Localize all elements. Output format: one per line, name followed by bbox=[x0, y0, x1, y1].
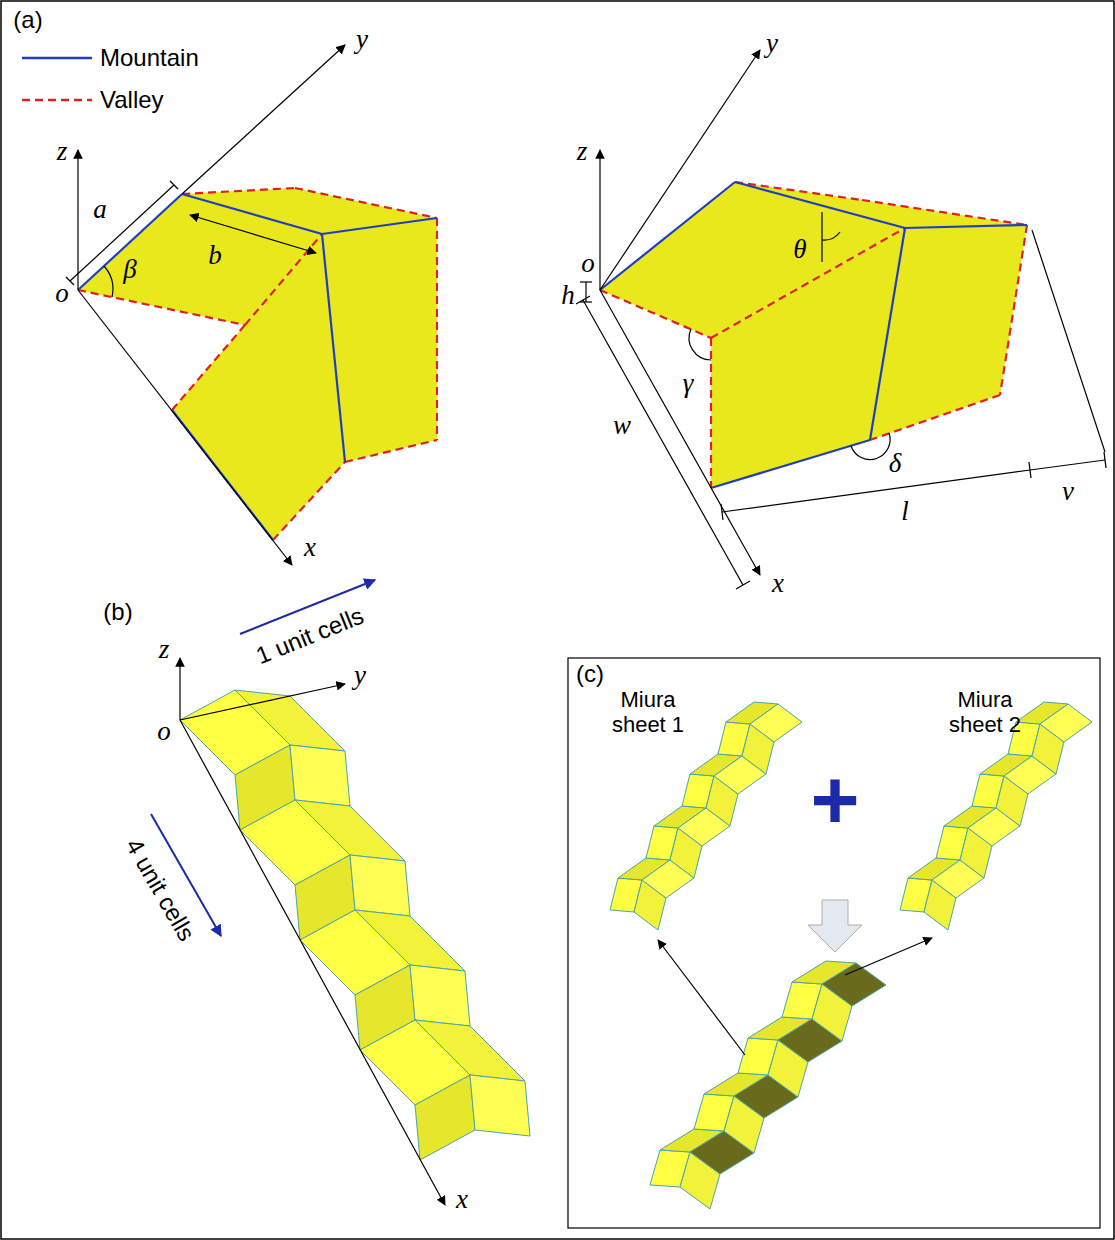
panel-label: (c) bbox=[576, 661, 604, 687]
axis-or-dimension-label: x bbox=[304, 533, 316, 563]
axis-or-dimension-label: γ bbox=[683, 369, 694, 399]
sheet-label: Miura sheet 2 bbox=[939, 687, 1031, 738]
axis-or-dimension-label: l bbox=[901, 497, 909, 527]
axis-or-dimension-label: x bbox=[456, 1185, 468, 1215]
legend-text: Valley bbox=[100, 87, 164, 113]
axis-or-dimension-label: o bbox=[55, 279, 69, 309]
panel-label: (b) bbox=[103, 599, 132, 625]
panel-label: 4 unit cells bbox=[120, 834, 200, 945]
axis-or-dimension-label: o bbox=[157, 717, 171, 747]
axis-or-dimension-label: z bbox=[577, 137, 588, 167]
axis-or-dimension-label: o bbox=[581, 249, 595, 279]
axis-or-dimension-label: v bbox=[1062, 477, 1074, 507]
axis-or-dimension-label: y bbox=[356, 25, 368, 55]
axis-or-dimension-label: x bbox=[772, 569, 784, 599]
axis-or-dimension-label: θ bbox=[793, 235, 806, 265]
axis-or-dimension-label: β bbox=[123, 255, 136, 285]
sheet-label: Miura sheet 1 bbox=[602, 687, 694, 738]
axis-or-dimension-label: a bbox=[93, 195, 107, 225]
axis-or-dimension-label: w bbox=[613, 411, 631, 441]
axis-or-dimension-label: y bbox=[354, 661, 366, 691]
panel-label: 1 unit cells bbox=[252, 603, 367, 670]
legend-text: Mountain bbox=[100, 45, 199, 71]
axis-or-dimension-label: z bbox=[57, 137, 68, 167]
axis-or-dimension-label: δ bbox=[889, 449, 902, 479]
plus-sign: + bbox=[810, 758, 859, 842]
axis-or-dimension-label: y bbox=[766, 29, 778, 59]
axis-or-dimension-label: z bbox=[159, 635, 170, 665]
panel-label: (a) bbox=[13, 7, 42, 33]
axis-or-dimension-label: b bbox=[208, 241, 222, 271]
axis-or-dimension-label: h bbox=[561, 281, 575, 311]
